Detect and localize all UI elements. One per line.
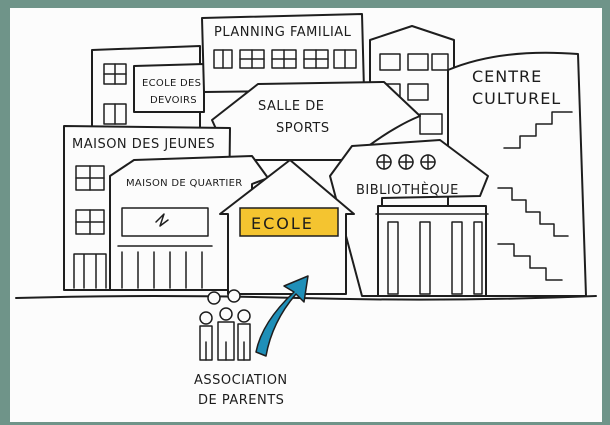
label-centre-culturel-line2: CULTUREL (472, 89, 561, 108)
ecole-sign (239, 207, 339, 237)
label-ecole-des-devoirs-line1: ECOLE DES (142, 78, 201, 89)
label-salle-de-sports-line1: SALLE DE (258, 99, 324, 114)
label-maison-des-jeunes: MAISON DES JEUNES (72, 137, 215, 152)
label-association-line1: ASSOCIATION (194, 373, 288, 388)
label-planning-familial: PLANNING FAMILIAL (214, 25, 352, 40)
building-bibliotheque: BIBLIOTHÈQUE (329, 139, 489, 297)
label-bibliotheque: BIBLIOTHÈQUE (356, 182, 459, 198)
label-centre-culturel-line1: CENTRE (472, 67, 542, 86)
label-association-line2: DE PARENTS (198, 393, 284, 408)
label-ecole: ECOLE (251, 214, 314, 233)
people-group-icon (199, 289, 251, 361)
label-maison-de-quartier: MAISON DE QUARTIER (126, 178, 242, 189)
arrow-up-right-icon (255, 275, 309, 357)
label-salle-de-sports-line2: SPORTS (276, 121, 330, 136)
building-ecole: ECOLE (219, 159, 355, 295)
building-planning-familial: PLANNING FAMILIAL (201, 13, 365, 93)
label-ecole-des-devoirs-line2: DEVOIRS (150, 95, 197, 106)
building-salle-de-sports: SALLE DE SPORTS (211, 81, 421, 161)
